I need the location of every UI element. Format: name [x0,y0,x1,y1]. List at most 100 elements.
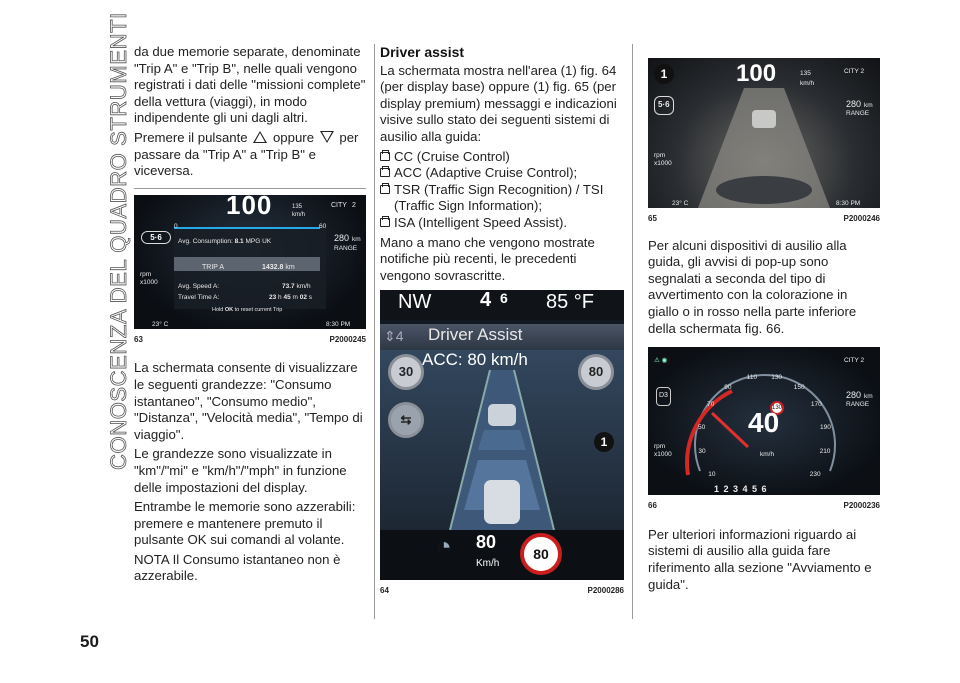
column-divider [374,44,375,619]
set-speed-unit: Km/h [476,558,500,570]
arrow-down-button-icon [319,130,334,143]
speed-tick-label: 50 [698,423,706,431]
figure-number: 64 [380,586,389,596]
paragraph: Mano a mano che vengono mostrate notific… [380,234,595,283]
paragraph-text: Premere il pulsante [134,129,248,145]
road-graphic [698,88,830,208]
column-3: 1 100 135 km/h CITY 2 5·6 280 km RANGE r… [648,44,880,596]
range-value: 280 [846,390,862,401]
warning-icons: ⚠ ◉ [654,357,668,365]
avg-speed-value: 73.7 [282,282,295,290]
paragraph-text: per passare da "Trip A" a "Trip B" e vic… [134,129,359,179]
speed-limit-right: 80 [578,354,614,391]
drive-mode-number: 2 [860,357,865,365]
drive-mode: CITY [331,201,347,209]
figure-64-driver-assist: NW 4 6 85 °F ⇕4 Driver Assist ACC: 80 km… [380,290,624,581]
bullet-icon [380,166,390,178]
paragraph: Per ulteriori informazioni riguardo ai s… [648,526,872,592]
outside-temperature: 85 °F [546,291,595,314]
column-1: da due memorie separate, denominate "Tri… [134,44,366,588]
figure-63-trip-display: 100 135 km/h CITY 2 5·6 0 60 Avg. Consum… [134,194,366,329]
speed-tick-label: 90 [724,383,732,391]
arrow-up-button-icon [253,130,268,143]
speed-limit: 135 [800,70,811,77]
reset-hint: Hold OK to reset current Trip [212,302,282,319]
avg-consumption-label: Avg. Consumption: [178,237,233,245]
callout-marker: 1 [594,432,614,453]
avg-speed-unit: km/h [296,282,311,290]
list-item-text: ISA (Intelligent Speed Assist). [394,214,567,230]
speed-unit: km/h [800,80,815,87]
speed-tick-label: 150 [793,383,805,391]
speed-unit: km/h [292,211,306,218]
scale-max: 60 [319,222,327,230]
speed-limit-sign: 130 [770,401,784,416]
status-header: NW 4 6 85 °F [380,290,624,321]
list-item: ISA (Intelligent Speed Assist). [380,215,624,232]
speed-tick-label: 130 [771,374,783,382]
reset-hint-ok: OK [224,306,234,313]
section-title-text: CONOSCENZA DEL QUADRO STRUMENTI [106,12,132,471]
paragraph: Premere il pulsante oppure per passare d… [134,130,366,180]
range-label: RANGE [334,244,358,252]
drive-mode-number: 2 [860,68,865,75]
callout-marker: 1 [654,64,674,84]
range-unit: km [864,393,873,401]
travel-time: 23 h 45 m 02 s [269,293,313,301]
paragraph: da due memorie separate, denominate "Tri… [134,44,366,126]
bullet-icon [380,215,390,227]
mode-indicator: ⇕4 [384,328,404,345]
rpm-multiplier: x1000 [140,278,158,286]
gear-indicator: 5·6 [141,230,171,244]
rpm-multiplier: x1000 [654,160,672,167]
list-item-text: ACC (Adaptive Cruise Control); [394,165,578,181]
section-title: CONOSCENZA DEL QUADRO STRUMENTI [78,12,132,471]
clock: 8:30 PM [326,320,351,328]
paragraph: NOTA Il Consumo istantaneo non è azzerab… [134,551,341,584]
bullet-icon [380,182,390,194]
speed-limit-left: 30 [388,354,424,391]
rpm-label: rpm [654,152,666,159]
gear-sequence: 1 2 3 4 5 6 [714,484,768,495]
travel-time-minutes: 45 [283,293,291,301]
range-label: RANGE [846,401,870,409]
range-label: RANGE [846,110,870,117]
lane-graphic [449,370,555,531]
figure-caption: 63 P2000245 [134,332,366,349]
list-item: TSR (Traffic Sign Recognition) / TSI (Tr… [380,182,624,215]
paragraph: Entrambe le memorie sono azzerabili: pre… [134,499,356,548]
paragraph: Per alcuni dispositivi di ausilio alla g… [648,237,857,336]
gear-next: 6 [500,290,508,307]
speed-value: 100 [736,60,777,87]
figure-code: P2000286 [587,586,624,596]
bottom-bar: ◔ 80 Km/h [380,530,624,581]
driver-assist-title: Driver Assist [428,325,523,345]
speed-tick-label: 210 [819,448,831,456]
trip-distance: 1432.8 km [262,260,295,277]
traffic-sign-icon: 80 [520,533,562,576]
drive-mode-number: 2 [352,201,356,209]
avg-speed: 73.7 km/h [282,279,311,296]
trip-selector [174,256,320,271]
drive-mode-label: CITY [844,68,859,75]
drive-mode-label: CITY [844,357,859,365]
list-item-text: CC (Cruise Control) [394,148,510,164]
figure-number: 66 [648,501,657,511]
page-number: 50 [80,632,99,651]
travel-time-hours: 23 [269,293,277,301]
column-2: Driver assist La schermata mostra nell'a… [380,44,624,600]
speed-tick-label: 30 [698,448,706,456]
clock: 8:30 PM [836,200,861,207]
outside-temperature: 23° C [672,200,689,207]
range-value: 280 [334,232,350,243]
acc-speed: ACC: 80 km/h [422,350,528,370]
speed-tick-label: 170 [810,401,822,409]
figure-code: P2000246 [843,214,880,223]
mode-number: 4 [395,328,404,345]
range-unit: km [352,235,361,243]
range-value: 280 [846,99,862,109]
figure-code: P2000236 [843,501,880,511]
travel-time-seconds: 02 [299,293,307,301]
trip-label: TRIP A [202,263,225,271]
figure-66-speedometer: ⚠ ◉ CITY 2 D3 130 40 km/h 280 km RANGE r… [648,347,880,496]
